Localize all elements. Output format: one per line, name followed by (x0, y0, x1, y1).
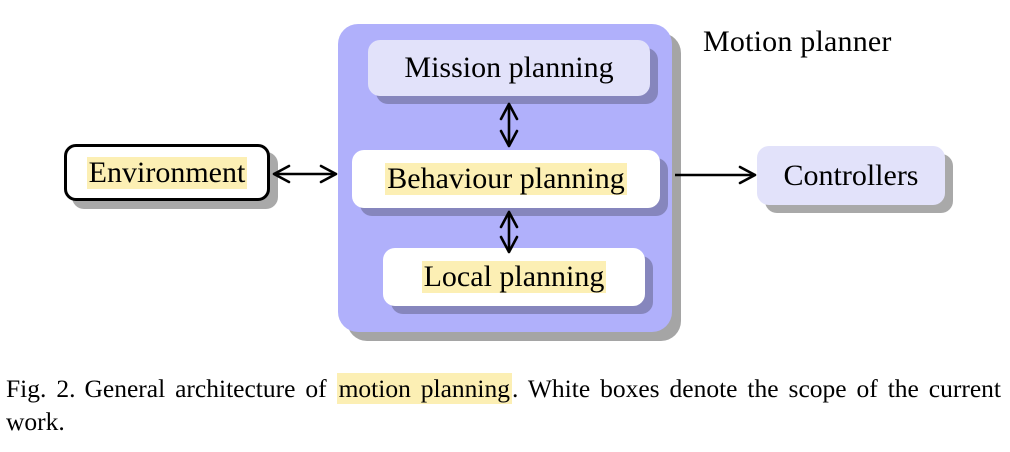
node-environment-label: Environment (86, 155, 248, 189)
node-mission-planning-label: Mission planning (404, 51, 614, 84)
node-local-planning[interactable]: Local planning (383, 248, 645, 306)
figure-caption: Fig. 2. General architecture of motion pl… (6, 372, 1001, 438)
node-local-planning-label: Local planning (421, 260, 607, 293)
caption-highlighted-term: motion planning (336, 373, 512, 404)
node-controllers[interactable]: Controllers (757, 146, 945, 205)
figure-number: Fig. 2. (6, 374, 76, 403)
node-behaviour-planning[interactable]: Behaviour planning (352, 150, 660, 208)
caption-text-before: General architecture of (84, 374, 337, 403)
diagram-canvas: Motion planner Mission planning Behaviou… (64, 24, 945, 332)
edge-behaviour-controllers (675, 165, 757, 185)
node-behaviour-planning-label: Behaviour planning (385, 162, 627, 195)
motion-planner-label: Motion planner (703, 25, 892, 58)
node-environment[interactable]: Environment (64, 144, 270, 201)
edge-environment-behaviour (272, 164, 338, 184)
caption-text-after: . White boxes denote the scope of the cu… (6, 374, 1001, 437)
node-controllers-label: Controllers (783, 158, 919, 192)
node-mission-planning[interactable]: Mission planning (368, 40, 650, 96)
